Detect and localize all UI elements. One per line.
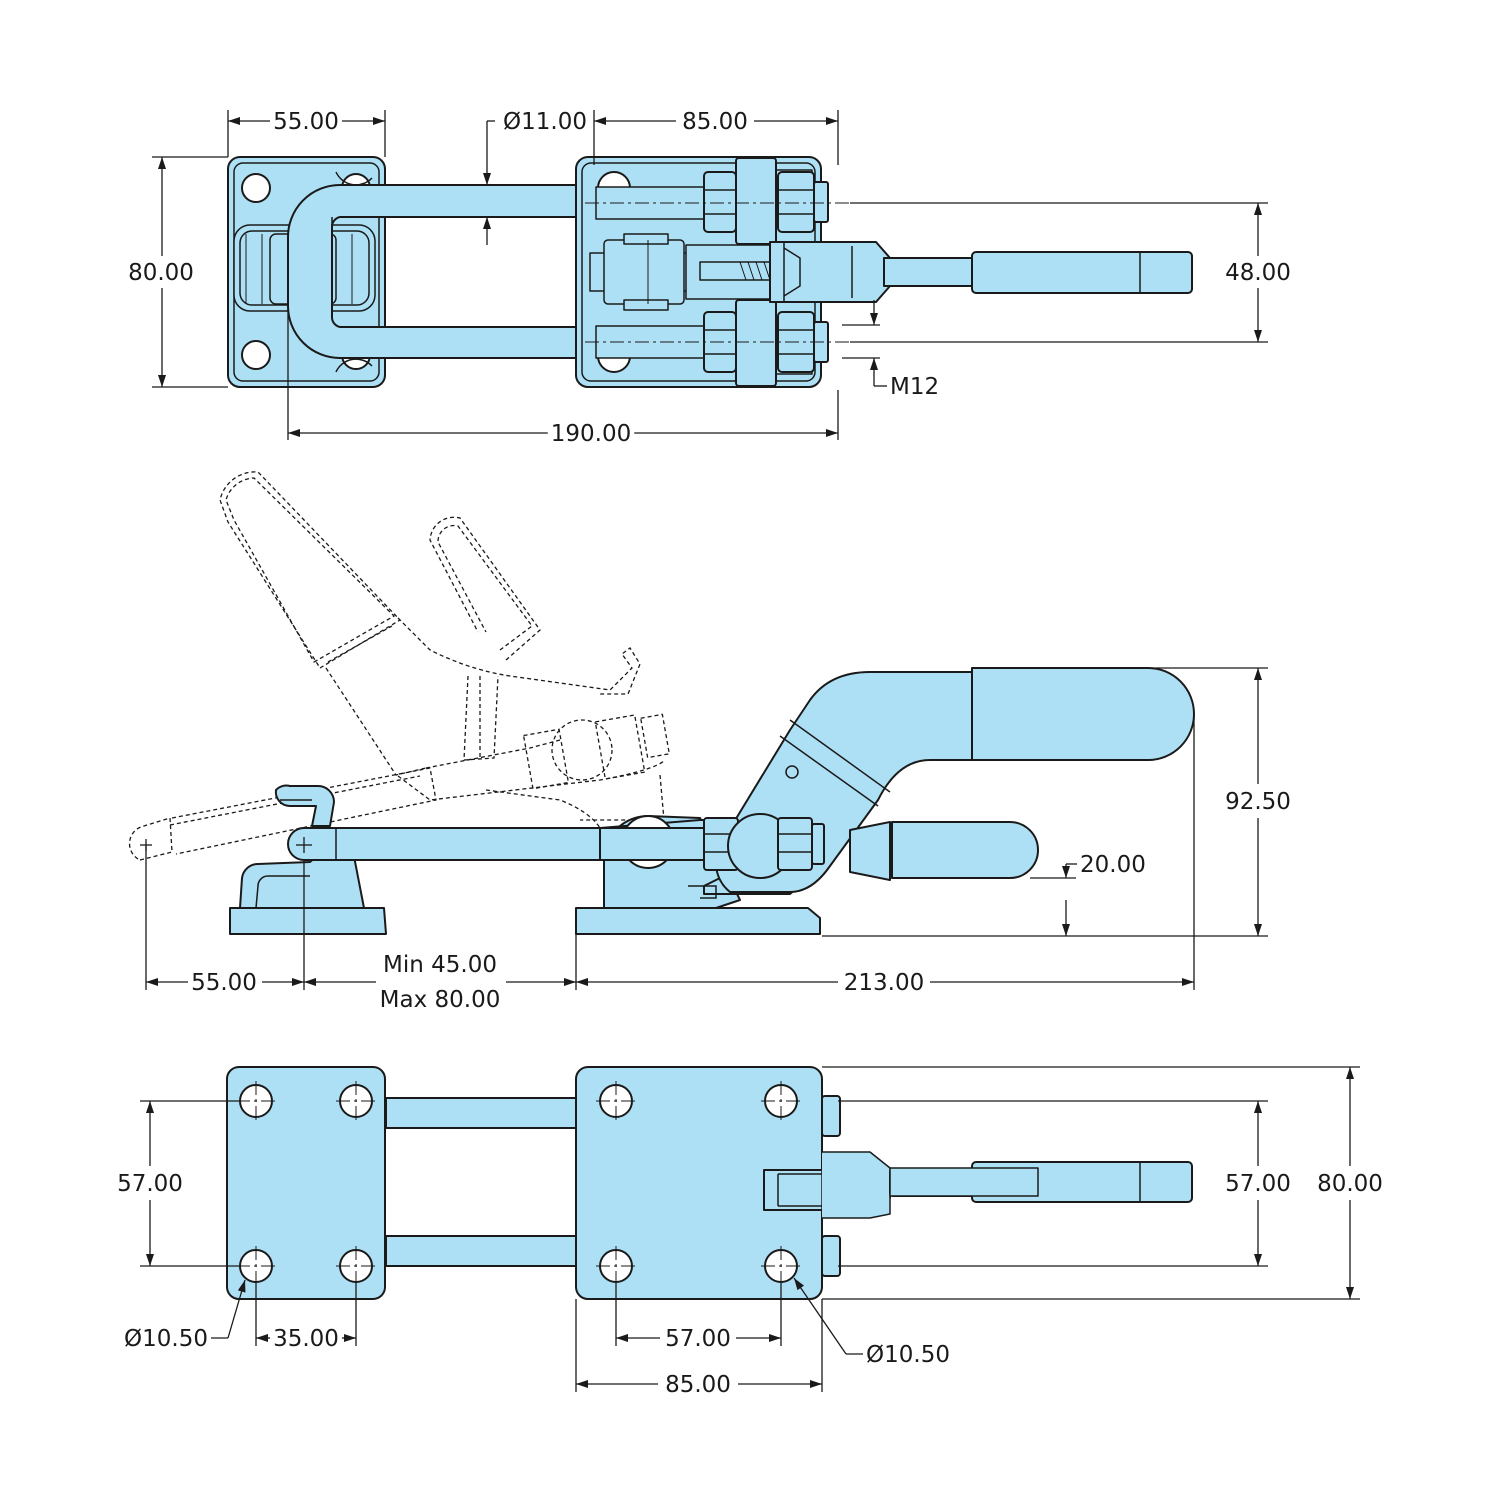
dim-hole-left: Ø10.50 [124, 1326, 208, 1352]
dim-213: 213.00 [844, 970, 924, 996]
top-view: 55.00 Ø11.00 85.00 80.00 48.00 [125, 109, 1294, 447]
open-position-outline [128, 471, 671, 861]
dim-57-right: 57.00 [1225, 1171, 1291, 1197]
top-dimensions: 55.00 Ø11.00 85.00 80.00 48.00 [125, 109, 1294, 447]
label-backdrop [500, 109, 590, 135]
dim-35: 35.00 [273, 1326, 339, 1352]
label-backdrop [662, 1372, 734, 1398]
label-backdrop [1314, 1171, 1386, 1197]
dim-min-45: Min 45.00 [383, 952, 497, 978]
dim-190: 190.00 [551, 421, 631, 447]
label-backdrop [679, 109, 751, 135]
label-backdrop [1077, 852, 1149, 878]
dim-hole-right: Ø10.50 [866, 1342, 950, 1368]
dim-55-top: 55.00 [273, 109, 339, 135]
label-backdrop [1222, 789, 1294, 815]
dim-80-top: 80.00 [128, 260, 194, 286]
label-backdrop [380, 952, 500, 978]
bottom-left-plate [226, 1066, 386, 1300]
label-backdrop [662, 1326, 734, 1352]
clamp-body [575, 667, 1195, 935]
label-backdrop [1222, 260, 1294, 286]
label-backdrop [125, 260, 197, 286]
label-backdrop [863, 1342, 953, 1368]
side-dimensions: 55.00 Min 45.00 Max 80.00 213.00 92.50 2… [140, 667, 1294, 1013]
bottom-right-plate [575, 1066, 1193, 1300]
side-view: 55.00 Min 45.00 Max 80.00 213.00 92.50 2… [128, 471, 1294, 1013]
dim-80-bottom: 80.00 [1317, 1171, 1383, 1197]
clamp-bar [287, 827, 601, 861]
dim-20: 20.00 [1080, 852, 1146, 878]
bottom-view: 57.00 Ø10.50 35.00 57.00 85.00 Ø10.50 [114, 1066, 1386, 1398]
label-backdrop [188, 970, 260, 996]
dim-thread: M12 [890, 374, 939, 400]
label-backdrop [121, 1326, 211, 1352]
label-backdrop [270, 1326, 342, 1352]
label-backdrop [887, 374, 943, 400]
label-backdrop [114, 1171, 186, 1197]
dim-55-side: 55.00 [191, 970, 257, 996]
dim-48: 48.00 [1225, 260, 1291, 286]
dim-max-80: Max 80.00 [380, 987, 501, 1013]
label-backdrop [270, 109, 342, 135]
dim-57-left: 57.00 [117, 1171, 183, 1197]
u-rod [286, 184, 597, 359]
dim-rod-diameter: Ø11.00 [503, 109, 587, 135]
label-backdrop [1222, 1171, 1294, 1197]
dim-92-5: 92.50 [1225, 789, 1291, 815]
label-backdrop [547, 421, 635, 447]
label-backdrop [840, 970, 928, 996]
bottom-dimensions: 57.00 Ø10.50 35.00 57.00 85.00 Ø10.50 [114, 1066, 1386, 1398]
dim-85-top: 85.00 [682, 109, 748, 135]
dim-85-bottom: 85.00 [665, 1372, 731, 1398]
dim-57-bottom: 57.00 [665, 1326, 731, 1352]
label-backdrop [376, 987, 504, 1013]
right-base-plate [575, 156, 1193, 388]
